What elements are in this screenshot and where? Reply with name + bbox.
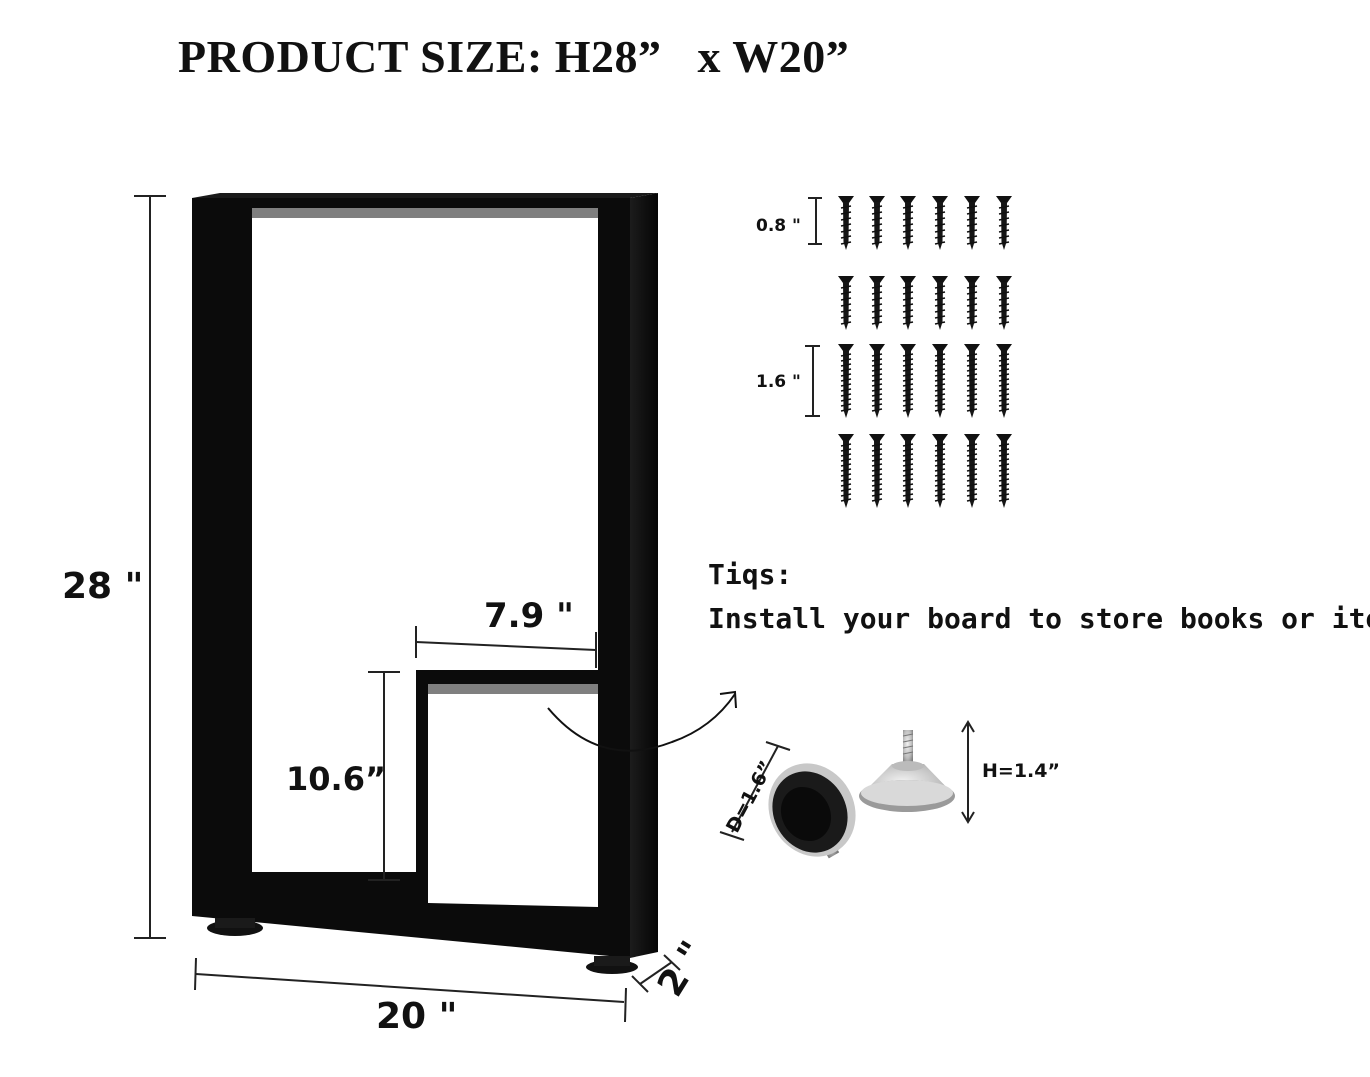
foot-dimension-lines <box>719 720 975 841</box>
screw-icon <box>964 196 980 250</box>
screw-icon <box>900 344 916 418</box>
screws-group <box>805 196 1012 508</box>
foot-diameter-dimension-line <box>731 745 779 833</box>
long-screw-label: 1.6 " <box>756 372 801 392</box>
screw-icon <box>838 196 854 250</box>
screw-icon <box>869 344 885 418</box>
tips-text: Install your board to store books or ite… <box>708 602 1370 635</box>
screw-icon <box>838 276 854 330</box>
product-size-title: PRODUCT SIZE: H28” x W20” <box>178 31 850 82</box>
screw-icon <box>932 276 948 330</box>
leg-frame <box>192 193 658 974</box>
screw-icon <box>932 196 948 250</box>
shelf-width-label: 7.9 " <box>484 596 574 636</box>
width-dimension-line <box>195 973 625 1003</box>
screw-icon <box>996 344 1012 418</box>
screw-icon <box>964 344 980 418</box>
depth-dimension-line <box>639 961 673 985</box>
screw-icon <box>996 434 1012 508</box>
screw-icon <box>838 344 854 418</box>
height-label: 28 " <box>62 566 144 607</box>
screw-icon <box>900 276 916 330</box>
short-screw-label: 0.8 " <box>756 216 801 236</box>
screw-icon <box>869 276 885 330</box>
shelf-width-dimension-line <box>415 641 597 651</box>
screw-icon <box>900 434 916 508</box>
screw-icon <box>932 434 948 508</box>
foot-height-label: H=1.4” <box>982 760 1060 782</box>
screw-icon <box>869 196 885 250</box>
screw-icon <box>838 434 854 508</box>
screw-icon <box>964 434 980 508</box>
screw-icon <box>869 434 885 508</box>
width-label: 20 " <box>376 996 458 1037</box>
tips-heading: Tiqs: <box>708 558 793 591</box>
leveling-foot-metal-icon <box>859 730 955 812</box>
screw-icon <box>996 276 1012 330</box>
shelf-height-label: 10.6” <box>286 760 386 798</box>
screw-icon <box>900 196 916 250</box>
screw-icon <box>964 276 980 330</box>
dimension-lines <box>134 195 681 1023</box>
screw-icon <box>996 196 1012 250</box>
leveling-foot-rubber-icon <box>768 763 856 859</box>
screw-icon <box>932 344 948 418</box>
curved-arrow-icon <box>547 690 737 752</box>
